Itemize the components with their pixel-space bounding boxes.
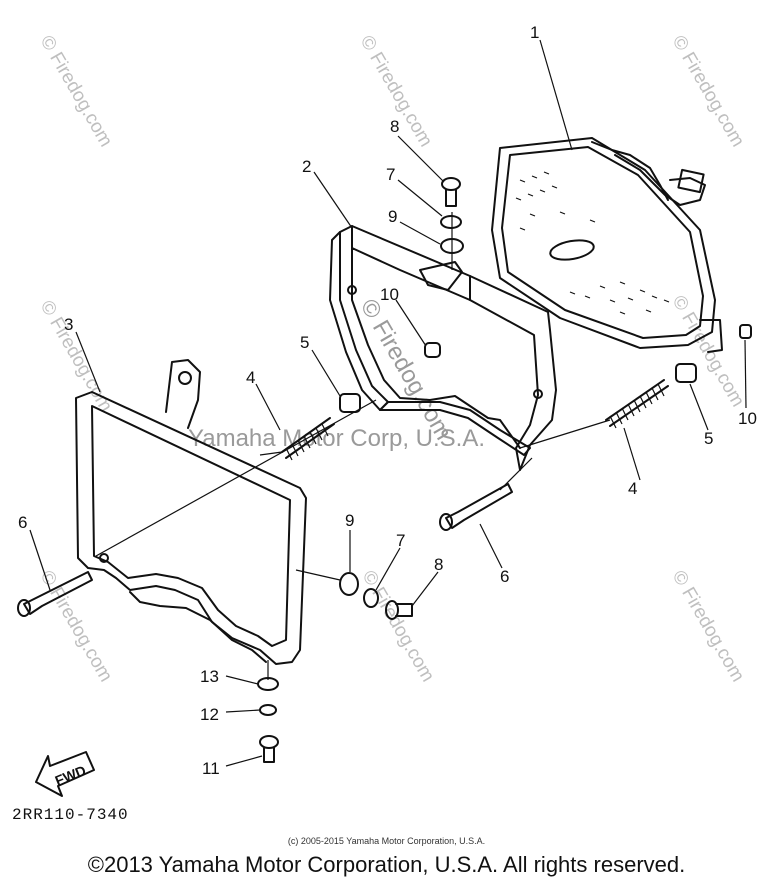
- label-9-lower: 9: [345, 511, 354, 530]
- label-5-left: 5: [300, 333, 309, 352]
- nut-right: [675, 363, 697, 383]
- assembly-lines: [95, 212, 611, 680]
- label-10-right: 10: [738, 409, 757, 428]
- label-11: 11: [202, 759, 220, 778]
- watermark: © Firedog.com: [355, 295, 457, 445]
- label-4-left: 4: [246, 368, 255, 387]
- center-watermark: Yamaha Motor Corp, U.S.A.: [188, 425, 485, 452]
- label-10-left: 10: [380, 285, 399, 304]
- spring-left: [281, 417, 335, 461]
- screw-top: [441, 177, 461, 207]
- label-8-top: 8: [390, 117, 399, 136]
- screw-long-left: [17, 571, 93, 617]
- watermark: © Firedog.com: [668, 32, 749, 151]
- outer-frame: [75, 359, 307, 665]
- small-copyright: (c) 2005-2015 Yamaha Motor Corporation, …: [287, 836, 486, 846]
- spring-right: [605, 379, 669, 429]
- label-8-lower: 8: [434, 555, 443, 574]
- fwd-label: FWD: [53, 762, 89, 789]
- label-9-top: 9: [388, 207, 397, 226]
- leader-lines: [29, 39, 747, 767]
- lock-washer-top: [440, 215, 462, 229]
- copyright-notice: ©2013 Yamaha Motor Corporation, U.S.A. A…: [87, 852, 686, 877]
- watermark: © Firedog.com: [668, 567, 749, 686]
- watermark: © Firedog.com: [358, 567, 439, 686]
- screw-11: [259, 735, 279, 763]
- label-12: 12: [200, 705, 219, 724]
- screw-long-right: [439, 483, 513, 531]
- screw-lower: [385, 600, 413, 620]
- washer-lower: [339, 572, 359, 596]
- label-2: 2: [302, 157, 311, 176]
- watermark: © Firedog.com: [36, 32, 117, 151]
- label-4-right: 4: [628, 479, 637, 498]
- label-6-right: 6: [500, 567, 509, 586]
- label-13: 13: [200, 667, 219, 686]
- nut-left: [339, 393, 361, 413]
- label-7-top: 7: [386, 165, 395, 184]
- label-1: 1: [530, 23, 539, 42]
- label-7-lower: 7: [396, 531, 405, 550]
- washer-12: [259, 704, 277, 716]
- lock-washer-lower: [363, 588, 379, 608]
- inner-bracket: [329, 225, 557, 471]
- label-3: 3: [64, 315, 73, 334]
- label-6-left: 6: [18, 513, 27, 532]
- label-5-right: 5: [704, 429, 713, 448]
- drawing-code: 2RR110-7340: [12, 806, 129, 824]
- fwd-arrow: FWD: [35, 751, 95, 797]
- headlight-unit: [491, 137, 752, 353]
- part-labels: 1 2 3 4 4 5 5 6 6 7 7 8 8 9 9 10 10 11 1…: [18, 23, 757, 778]
